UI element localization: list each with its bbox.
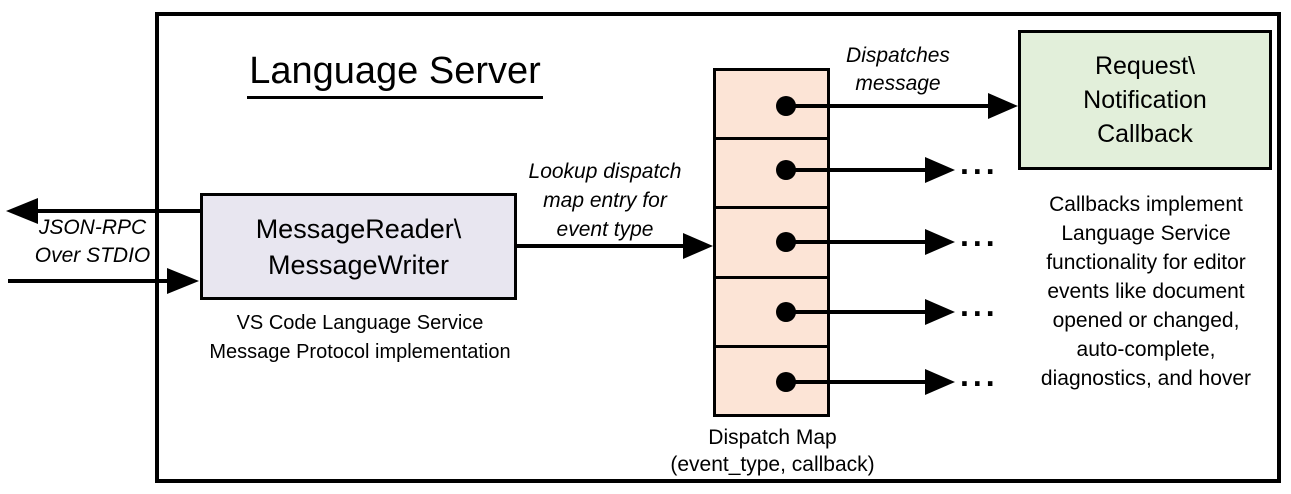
reader-writer-line2: MessageWriter	[267, 249, 450, 280]
dispatches-label-line2: message	[855, 72, 941, 95]
reader-caption-line2: Message Protocol implementation	[209, 341, 511, 363]
message-reader-writer-box: MessageReader\ MessageWriter	[200, 193, 517, 300]
lookup-dispatch-label: Lookup dispatch map entry for event type	[510, 157, 700, 244]
callbacks-note-line: opened or changed,	[1052, 309, 1240, 332]
dispatch-map-caption: Dispatch Map (event_type, callback)	[645, 424, 900, 478]
dispatch-map-cell	[716, 344, 827, 415]
jsonrpc-label-line2: Over STDIO	[34, 244, 151, 267]
callbacks-note-line: events like document	[1047, 280, 1245, 303]
callback-box-line2: Notification	[1083, 86, 1207, 114]
callbacks-note-line: auto-complete,	[1076, 338, 1216, 361]
dispatch-caption-line1: Dispatch Map	[708, 426, 837, 449]
jsonrpc-label-line1: JSON-RPC	[38, 216, 147, 239]
dispatch-map-cell	[716, 137, 827, 207]
diagram-title: Language Server	[225, 50, 565, 99]
callbacks-note: Callbacks implement Language Service fun…	[1010, 190, 1282, 393]
lookup-label-line1: Lookup dispatch	[528, 160, 682, 183]
dispatch-map-cell	[716, 206, 827, 276]
dispatches-label-line1: Dispatches	[846, 44, 950, 67]
ellipsis: ...	[960, 145, 999, 181]
diagram-title-text: Language Server	[247, 50, 543, 99]
callbacks-note-line: functionality for editor	[1046, 251, 1246, 274]
dispatch-map-cell	[716, 275, 827, 345]
dispatch-map-cell	[716, 71, 827, 138]
ellipsis: ...	[960, 357, 999, 393]
callbacks-note-line: Language Service	[1061, 222, 1231, 245]
callbacks-note-line: Callbacks implement	[1049, 193, 1243, 216]
lookup-label-line3: event type	[556, 218, 654, 241]
callbacks-note-line: diagnostics, and hover	[1040, 367, 1252, 390]
language-server-boundary	[155, 12, 1281, 483]
jsonrpc-stdio-label: JSON-RPC Over STDIO	[15, 214, 170, 270]
request-notification-callback-box: Request\ Notification Callback	[1018, 30, 1272, 170]
dispatch-caption-line2: (event_type, callback)	[670, 453, 875, 476]
ellipsis: ...	[960, 217, 999, 253]
dispatch-map-table	[713, 68, 830, 417]
reader-writer-line1: MessageReader\	[255, 213, 462, 244]
dispatches-message-label: Dispatches message	[828, 42, 968, 98]
callback-box-line1: Request\	[1094, 52, 1196, 80]
reader-writer-caption: VS Code Language Service Message Protoco…	[180, 309, 540, 367]
ellipsis: ...	[960, 287, 999, 323]
reader-caption-line1: VS Code Language Service	[236, 312, 484, 334]
callback-box-line3: Callback	[1097, 120, 1193, 148]
lookup-label-line2: map entry for	[543, 189, 667, 212]
